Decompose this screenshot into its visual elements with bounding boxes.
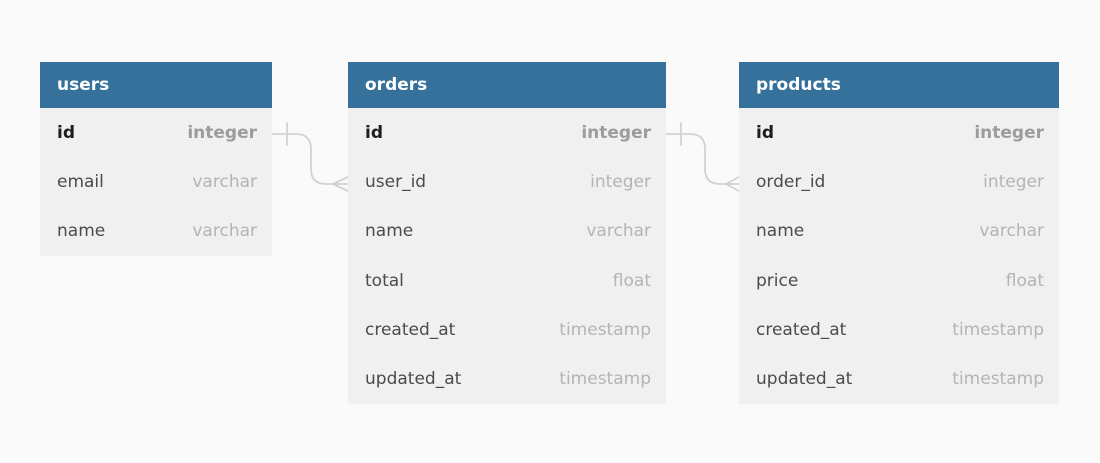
relationship-users-orders xyxy=(271,122,349,192)
field-type: timestamp xyxy=(559,369,651,390)
field-name: email xyxy=(57,171,104,192)
field-name: price xyxy=(756,270,799,291)
field-row-users-email: email varchar xyxy=(40,157,272,206)
field-row-orders-name: name varchar xyxy=(348,207,666,256)
field-type: varchar xyxy=(192,221,257,242)
table-users-body: id integer email varchar name varchar xyxy=(40,108,272,256)
field-row-products-updated-at: updated_at timestamp xyxy=(739,354,1059,403)
field-row-products-price: price float xyxy=(739,256,1059,305)
field-name: id xyxy=(365,122,383,143)
field-row-products-id: id integer xyxy=(739,108,1059,157)
relationship-orders-products xyxy=(665,122,740,192)
field-row-orders-updated-at: updated_at timestamp xyxy=(348,354,666,403)
table-products-header[interactable]: products xyxy=(739,62,1059,108)
field-row-products-created-at: created_at timestamp xyxy=(739,305,1059,354)
field-type: varchar xyxy=(586,221,651,242)
table-orders-body: id integer user_id integer name varchar … xyxy=(348,108,666,404)
field-type: integer xyxy=(187,122,257,143)
field-name: created_at xyxy=(365,319,456,340)
field-name: updated_at xyxy=(365,369,462,390)
field-name: name xyxy=(756,221,805,242)
field-row-products-name: name varchar xyxy=(739,207,1059,256)
field-row-orders-total: total float xyxy=(348,256,666,305)
field-type: float xyxy=(612,270,651,291)
relationship-line xyxy=(271,133,334,185)
table-users-header[interactable]: users xyxy=(40,62,272,108)
field-name: name xyxy=(57,221,106,242)
field-name: order_id xyxy=(756,171,826,192)
field-row-orders-id: id integer xyxy=(348,108,666,157)
field-type: timestamp xyxy=(952,369,1044,390)
field-name: id xyxy=(57,122,75,143)
table-products[interactable]: products id integer order_id integer nam… xyxy=(739,62,1059,404)
table-orders-header[interactable]: orders xyxy=(348,62,666,108)
field-row-users-name: name varchar xyxy=(40,207,272,256)
field-type: float xyxy=(1005,270,1044,291)
table-name: users xyxy=(57,75,110,95)
field-name: created_at xyxy=(756,319,847,340)
field-type: timestamp xyxy=(559,319,651,340)
field-row-products-order-id: order_id integer xyxy=(739,157,1059,206)
field-type: timestamp xyxy=(952,319,1044,340)
field-name: total xyxy=(365,270,404,291)
field-name: id xyxy=(756,122,774,143)
table-name: products xyxy=(756,75,841,95)
table-orders[interactable]: orders id integer user_id integer name v… xyxy=(348,62,666,404)
field-type: integer xyxy=(983,171,1044,192)
relationship-line xyxy=(665,133,727,185)
field-type: integer xyxy=(974,122,1044,143)
field-name: user_id xyxy=(365,171,427,192)
table-products-body: id integer order_id integer name varchar… xyxy=(739,108,1059,404)
field-name: name xyxy=(365,221,414,242)
table-users[interactable]: users id integer email varchar name varc… xyxy=(40,62,272,256)
field-type: varchar xyxy=(979,221,1044,242)
crow-foot-many-marker xyxy=(725,176,740,192)
table-name: orders xyxy=(365,75,428,95)
field-name: updated_at xyxy=(756,369,853,390)
field-row-orders-user-id: user_id integer xyxy=(348,157,666,206)
field-type: varchar xyxy=(192,171,257,192)
crow-foot-many-marker xyxy=(332,176,349,192)
field-row-orders-created-at: created_at timestamp xyxy=(348,305,666,354)
field-type: integer xyxy=(590,171,651,192)
field-type: integer xyxy=(581,122,651,143)
field-row-users-id: id integer xyxy=(40,108,272,157)
